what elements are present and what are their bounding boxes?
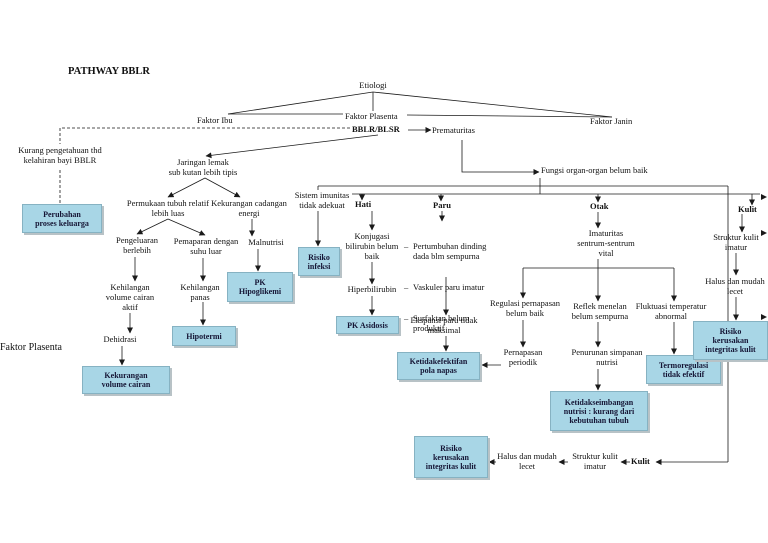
connector-arrow [136, 218, 169, 235]
node-halus-mudah-lecet-bottom: Halus dan mudah lecet [497, 451, 557, 471]
node-imaturitas-sentrum: Imaturitas sentrum-sentrum vital [577, 228, 635, 258]
connector-arrow [204, 177, 241, 198]
node-kulit: Kulit [738, 204, 757, 214]
node-hiperbilirubin: Hiperbilirubin [347, 284, 397, 294]
node-ekspansi-paru: Ekspansi paru tidak maksimal [410, 315, 478, 335]
bullet-dash: – [404, 282, 409, 292]
node-jaringan-lemak: Jaringan lemak sub kutan lebih tipis [168, 157, 238, 177]
node-penurunan-simpanan-nutrisi: Penurunan simpanan nutrisi [571, 347, 643, 367]
node-pengeluaran-berlebih: Pengeluaran berlebih [115, 235, 158, 255]
node-fluktuasi-temperatur: Fluktuasi temperatur abnormal [635, 301, 707, 321]
diagnosis-pk-asidosis: PK Asidosis [336, 316, 399, 334]
node-malnutrisi: Malnutrisi [248, 237, 284, 247]
paru-cause-item: –Pertumbuhan dinding dada blm sempurna [404, 241, 504, 261]
node-etiologi: Etiologi [359, 80, 387, 90]
node-permukaan-tubuh: Permukaan tubuh relatif lebih luas [126, 198, 210, 218]
diagnosis-ketidakefektifan-pola-napas: Ketidakefektifan pola napas [397, 352, 480, 380]
diagnosis-risiko-kerusakan-kulit-bottom: Risiko kerusakan integritas kulit [414, 436, 488, 478]
diagnosis-risiko-infeksi: Risiko infeksi [298, 247, 340, 276]
diagnosis-hipotermi: Hipotermi [172, 326, 236, 346]
diagnosis-ketidakseimbangan-nutrisi: Ketidakseimbangan nutrisi : kurang dari … [550, 391, 648, 431]
connector-arrow [167, 177, 206, 198]
paru-causes-list: –Pertumbuhan dinding dada blm sempurna –… [404, 221, 504, 344]
dashed-connector [59, 127, 350, 144]
node-hati: Hati [355, 199, 372, 209]
bullet-dash: – [404, 313, 409, 323]
edge-arrow-tip [761, 314, 767, 320]
paru-cause-text: Surfaktan belum produktif [413, 313, 470, 333]
node-sistem-imunitas: Sistem imunitas tidak adekuat [294, 190, 350, 210]
page-title: PATHWAY BBLR [68, 66, 150, 77]
node-pernapasan-periodik: Pernapasan periodik [503, 347, 543, 367]
node-kulit-bottom: Kulit [631, 456, 650, 466]
node-regulasi-pernapasan: Regulasi pernapasan belum baik [489, 298, 561, 318]
diagnosis-pk-hipoglikemi: PK Hipoglikemi [227, 272, 293, 302]
node-faktor-janin: Faktor Janin [590, 116, 633, 126]
node-bblr: BBLR/BLSR [352, 124, 400, 134]
node-kurang-pengetahuan: Kurang pengetahuan thd kelahiran bayi BB… [18, 145, 102, 165]
node-kehilangan-panas: Kehilangan panas [180, 282, 220, 302]
node-kehilangan-volume-cairan: Kehilangan volume cairan aktif [105, 282, 155, 312]
paru-cause-item: –Surfaktan belum produktif [404, 313, 504, 333]
node-reflek-menelan: Reflek menelan belum sempurna [571, 301, 629, 321]
side-label-faktor-plasenta: Faktor Plasenta [0, 342, 62, 353]
node-struktur-kulit: Struktur kulit imatur [713, 232, 759, 252]
bullet-dash: – [404, 241, 409, 251]
paru-cause-text: Pertumbuhan dinding dada blm sempurna [413, 241, 487, 261]
node-faktor-ibu: Faktor Ibu [197, 115, 233, 125]
connector-arrow [461, 140, 540, 175]
node-faktor-plasenta: Faktor Plasenta [345, 111, 398, 121]
node-pemaparan-suhu-luar: Pemaparan dengan suhu luar [173, 236, 239, 256]
node-konjugasi-bilirubin: Konjugasi bilirubin belum baik [345, 231, 399, 261]
node-otak: Otak [590, 201, 609, 211]
connector-line [227, 91, 374, 115]
paru-cause-text: Vaskuler paru imatur [413, 282, 485, 292]
node-kekurangan-cadangan-energi: Kekurangan cadangan energi [211, 198, 287, 218]
node-struktur-kulit-bottom: Struktur kulit imatur [572, 451, 618, 471]
paru-cause-item: –Vaskuler paru imatur [404, 282, 504, 292]
diagnosis-risiko-kerusakan-kulit: Risiko kerusakan integritas kulit [693, 321, 768, 360]
node-dehidrasi: Dehidrasi [103, 334, 137, 344]
node-prematuritas: Prematuritas [432, 125, 475, 135]
node-halus-mudah-lecet: Halus dan mudah lecet [705, 276, 765, 296]
connector-arrow [167, 218, 206, 236]
connector-line [406, 114, 613, 118]
connector-line [372, 91, 613, 118]
diagnosis-kekurangan-volume-cairan: Kekurangan volume cairan [82, 366, 170, 394]
connector-arrow [205, 134, 379, 159]
diagnosis-perubahan-proses-keluarga: Perubahan proses keluarga [22, 204, 102, 233]
edge-arrow-tip [761, 194, 767, 200]
edge-arrow-tip [761, 230, 767, 236]
node-paru: Paru [433, 200, 451, 210]
node-fungsi-organ: Fungsi organ-organ belum baik [541, 165, 648, 175]
